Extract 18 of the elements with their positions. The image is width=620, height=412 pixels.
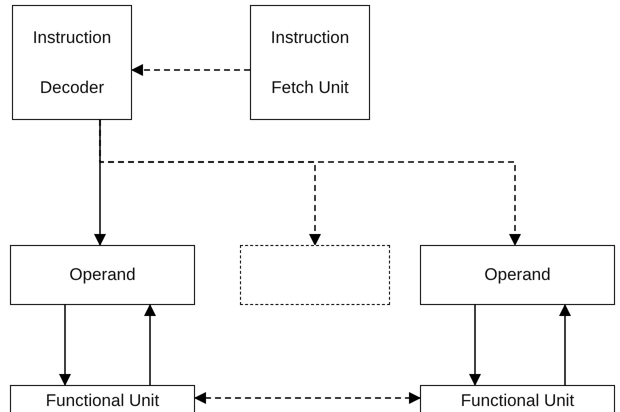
arrow: [559, 304, 571, 385]
box-label: Instruction Fetch Unit: [270, 26, 350, 98]
placeholder-box: [240, 245, 390, 305]
box-label: Functional Unit: [46, 390, 160, 412]
arrow: [144, 304, 156, 385]
box-label: Operand: [484, 264, 551, 286]
arrow: [194, 392, 421, 404]
arrow: [59, 305, 71, 386]
box-label: Instruction Decoder: [32, 26, 112, 98]
process-box: [10, 245, 195, 305]
process-box: [250, 5, 370, 120]
box-label: Operand: [69, 264, 136, 286]
process-box: [420, 245, 615, 305]
box-label: Functional Unit: [460, 390, 574, 412]
arrow: [469, 305, 481, 386]
process-box: [12, 5, 132, 120]
arrow: [131, 64, 250, 76]
arrow: [99, 120, 521, 246]
